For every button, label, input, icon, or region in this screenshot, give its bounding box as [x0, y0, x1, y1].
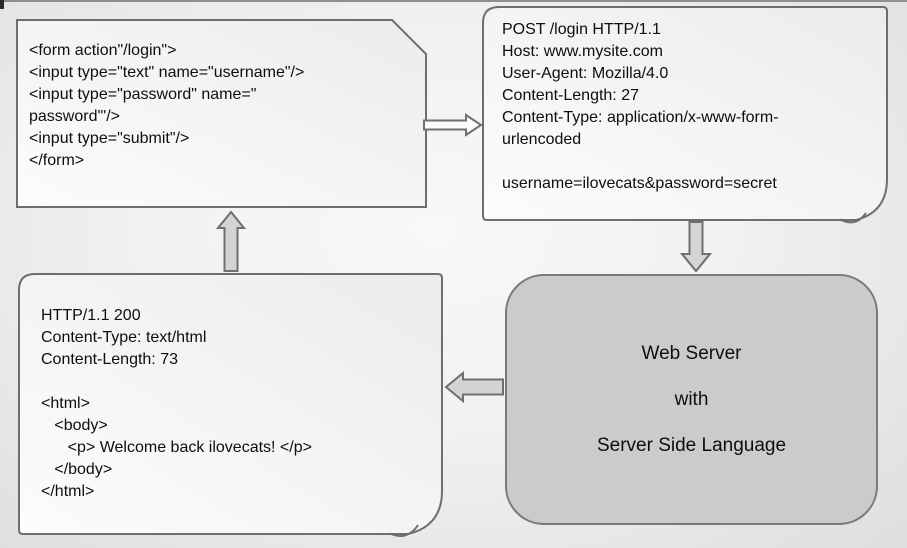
slide-top-border	[0, 0, 907, 2]
form-code-text: <form action"/login"> <input type="text"…	[29, 42, 305, 169]
arrow-left-icon	[444, 370, 504, 404]
rounded-rect-shape	[505, 274, 878, 525]
folded-page-shape	[482, 6, 888, 224]
form-code-box: <form action"/login"> <input type="text"…	[16, 19, 427, 208]
http-request-box: POST /login HTTP/1.1 Host: www.mysite.co…	[482, 6, 888, 224]
http-response-box: HTTP/1.1 200 Content-Type: text/html Con…	[18, 273, 443, 537]
page-curl	[839, 212, 867, 224]
arrow-up-icon	[215, 210, 247, 272]
http-request-text: POST /login HTTP/1.1 Host: www.mysite.co…	[502, 21, 779, 192]
web-server-box: Web Server with Server Side Language	[505, 274, 878, 525]
arrow-right-icon	[423, 113, 483, 137]
cursor-artifact	[0, 0, 4, 9]
arrow-down-icon	[679, 221, 713, 273]
web-server-label: Web Server with Server Side Language	[596, 343, 787, 456]
page-curl	[389, 524, 419, 537]
folded-page-shape	[18, 273, 443, 537]
http-response-text: HTTP/1.1 200 Content-Type: text/html Con…	[41, 307, 312, 500]
